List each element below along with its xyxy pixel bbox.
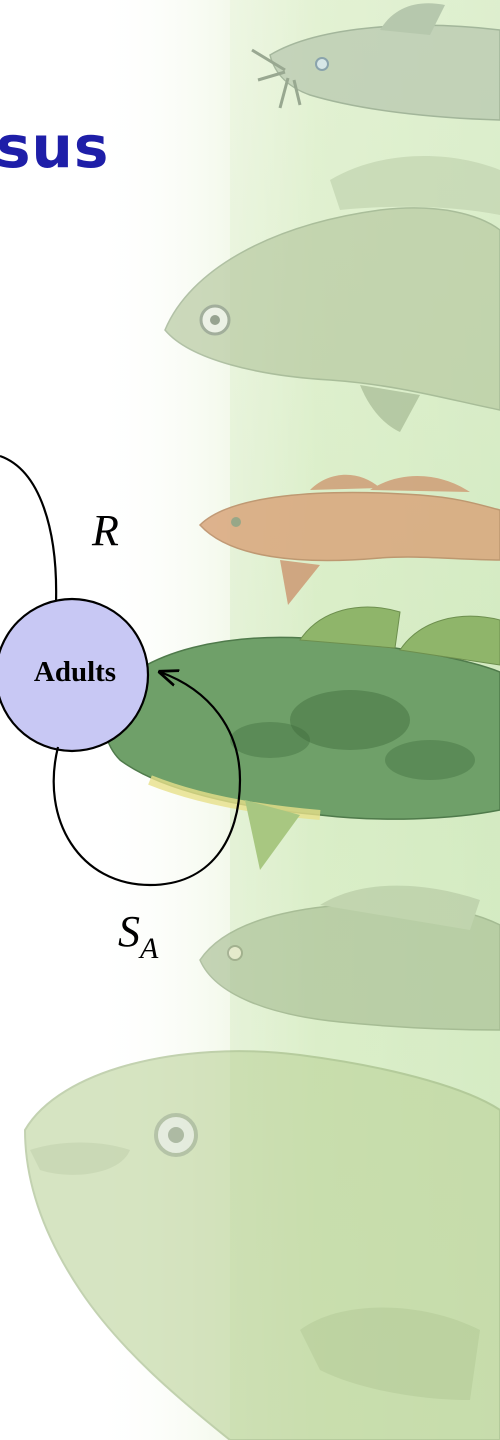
recruitment-label: R — [92, 505, 119, 556]
adults-node-label: Adults — [0, 656, 150, 689]
survival-symbol: S — [118, 907, 140, 956]
recruitment-arc — [0, 456, 56, 603]
adult-survival-label: SA — [118, 906, 158, 966]
slide-title-fragment: sus — [0, 112, 109, 182]
survival-subscript: A — [140, 932, 158, 965]
